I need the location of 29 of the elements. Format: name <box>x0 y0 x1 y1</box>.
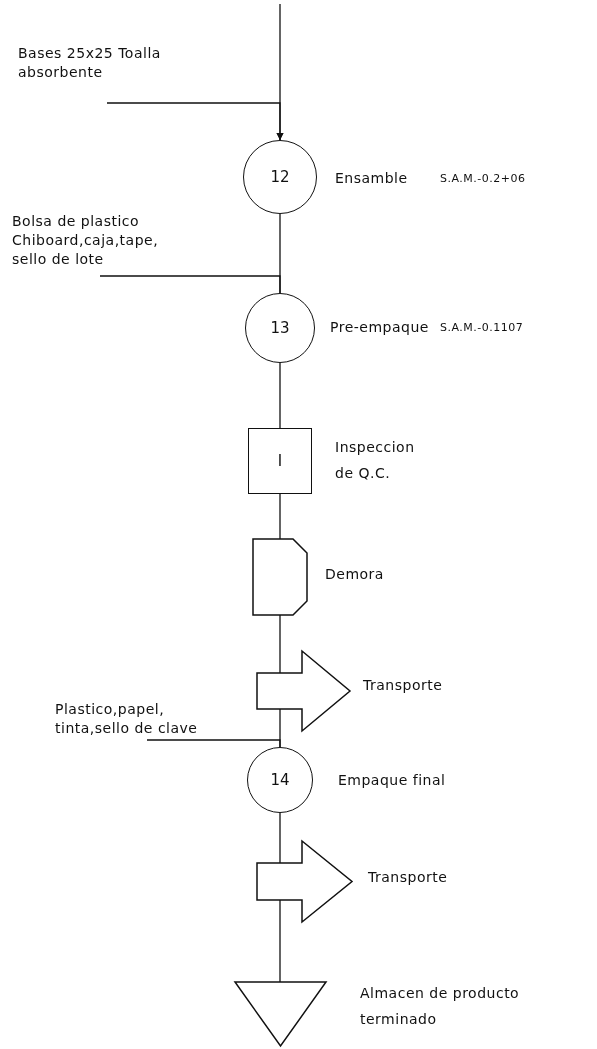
flow-line <box>106 102 284 141</box>
flow-line <box>279 614 281 674</box>
step-label: Inspeccion de Q.C. <box>335 438 416 483</box>
storage-triangle <box>235 982 326 1046</box>
step-label: Ensamble <box>335 169 408 188</box>
standard-time-label: S.A.M.-0.2+06 <box>440 171 526 187</box>
step-label: Almacen de producto terminado <box>360 984 521 1029</box>
step-label: Empaque final <box>338 771 446 790</box>
operation-number: 14 <box>270 771 290 789</box>
transport-arrow-symbol <box>257 841 352 922</box>
step-label: Demora <box>325 565 384 584</box>
material-note: Plastico,papel, tinta,sello de clave <box>55 700 223 740</box>
inspection-square <box>248 428 312 494</box>
step-label: Transporte <box>363 676 443 695</box>
flow-line <box>99 275 281 294</box>
material-note: Bolsa de plastico Chiboard,caja,tape, sello de lote <box>12 212 182 276</box>
flow-line <box>279 493 281 540</box>
operation-number: 13 <box>270 319 290 337</box>
flow-line <box>279 812 281 864</box>
step-label: Transporte <box>368 868 448 887</box>
material-note: Bases 25x25 Toalla absorbente <box>18 44 178 103</box>
flow-line <box>279 362 281 429</box>
step-label: Pre-empaque <box>330 318 429 337</box>
flow-line <box>146 739 281 748</box>
delay-symbol <box>253 539 307 615</box>
standard-time-label: S.A.M.-0.1107 <box>440 320 524 336</box>
inspection-mark: I <box>277 452 283 470</box>
transport-arrow-symbol <box>257 651 350 731</box>
operation-number: 12 <box>270 168 290 186</box>
